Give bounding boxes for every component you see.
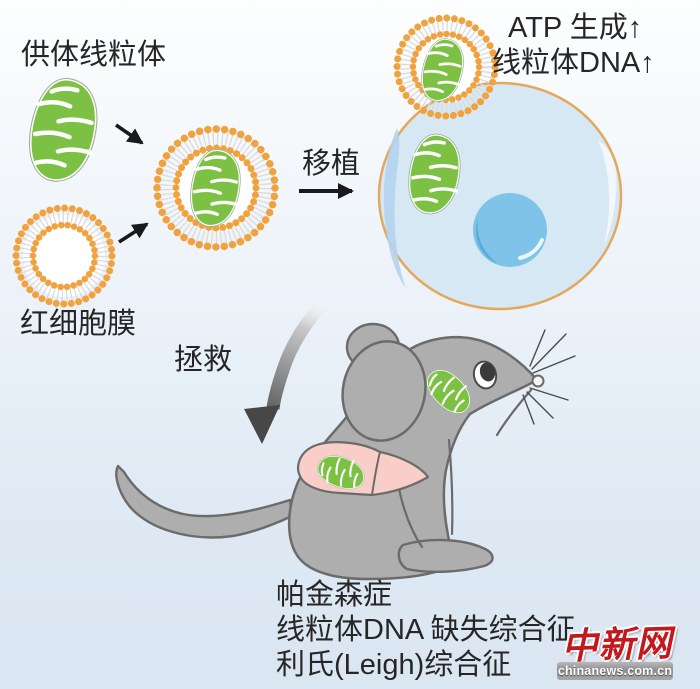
mouse-whiskers [522, 329, 576, 425]
rescue-arrow [244, 300, 328, 444]
mito-vesicle-icon [153, 125, 279, 251]
cell-right-highlight [598, 140, 617, 246]
mouse-liver [297, 441, 430, 497]
disease-leigh: 利氏(Leigh)综合征 [276, 649, 512, 681]
outcome-mtdna-label: 线粒体DNA↑ [492, 47, 655, 79]
red-cell-membrane-icon [12, 204, 116, 308]
chinanews-url-banner: chinanews.com.cn [557, 662, 673, 680]
donor-mitochondrion-icon [29, 78, 98, 181]
rescue-label: 拯救 [174, 344, 233, 376]
cell-icon [377, 81, 623, 311]
mouse-near-ear [341, 340, 427, 442]
donor-mitochondria-label: 供体线粒体 [21, 39, 167, 71]
mouse-front-leg-line [447, 438, 454, 536]
red-cell-membrane-label: 红细胞膜 [20, 308, 137, 340]
nucleus [473, 193, 547, 267]
entering-vesicle-icon [393, 14, 499, 120]
mouse-eye [472, 360, 498, 390]
combine-arrows [114, 123, 149, 244]
transplant-label: 移植 [302, 148, 361, 180]
mouse-nose [531, 374, 545, 388]
disease-mtdna-depletion: 线粒体DNA 缺失综合征 [276, 614, 576, 646]
mouse-tail [115, 464, 294, 539]
mouse-haunch-line [397, 487, 424, 549]
disease-list: 帕金森症 线粒体DNA 缺失综合征 利氏(Leigh)综合征 [276, 578, 576, 683]
disease-parkinson: 帕金森症 [276, 579, 393, 611]
cell-left-highlight [383, 128, 406, 288]
mouse-icon [115, 322, 576, 581]
mouse-jaw-line [495, 388, 533, 437]
mouse-hind-foot [397, 538, 494, 573]
outcome-atp-label: ATP 生成↑ [508, 12, 643, 44]
